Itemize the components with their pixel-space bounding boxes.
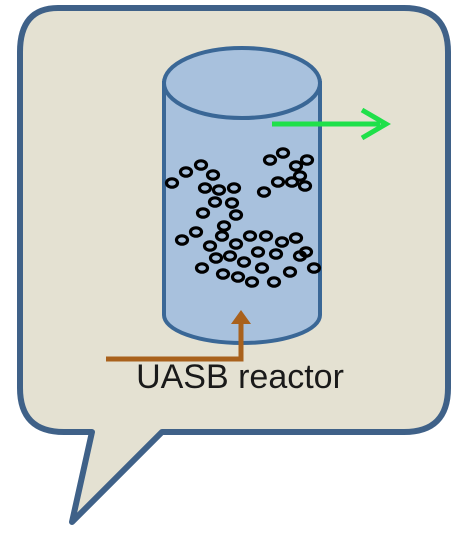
- sludge-granule: [258, 230, 274, 242]
- sludge-granule: [197, 182, 213, 194]
- sludge-granule: [292, 170, 308, 182]
- sludge-granule: [226, 182, 242, 194]
- sludge-granule: [208, 252, 224, 264]
- sludge-granule: [288, 232, 304, 244]
- sludge-granule: [299, 154, 315, 166]
- sludge-granule: [256, 186, 272, 198]
- sludge-granule: [222, 250, 238, 262]
- sludge-granule: [228, 238, 244, 250]
- reactor-cylinder: [162, 46, 322, 345]
- sludge-granule: [298, 246, 314, 258]
- sludge-granule: [242, 230, 258, 242]
- sludge-granule: [193, 159, 209, 171]
- sludge-granule: [188, 226, 204, 238]
- sludge-granule: [207, 196, 223, 208]
- sludge-granules: [164, 147, 322, 288]
- influent-arrow: [106, 310, 251, 362]
- sludge-granule: [216, 220, 232, 232]
- sludge-granule: [282, 266, 298, 278]
- sludge-granule: [195, 207, 211, 219]
- sludge-granule: [274, 236, 290, 248]
- sludge-granule: [306, 262, 322, 274]
- sludge-granule: [215, 268, 231, 280]
- sludge-granule: [174, 234, 190, 246]
- sludge-granule: [224, 197, 240, 209]
- sludge-granule: [268, 248, 284, 260]
- sludge-granule: [228, 209, 244, 221]
- sludge-granule: [288, 160, 304, 172]
- sludge-granule: [297, 180, 313, 192]
- sludge-granule: [262, 154, 278, 166]
- sludge-granule: [230, 271, 246, 283]
- sludge-granule: [211, 184, 227, 196]
- sludge-granule: [214, 230, 230, 242]
- sludge-granule: [244, 276, 260, 288]
- sludge-granule: [275, 147, 291, 159]
- sludge-granule: [284, 176, 300, 188]
- sludge-granule: [254, 262, 270, 274]
- sludge-granule: [236, 256, 252, 268]
- sludge-granule: [270, 176, 286, 188]
- sludge-granule: [202, 240, 218, 252]
- sludge-granule: [194, 262, 210, 274]
- effluent-arrow: [272, 107, 391, 141]
- sludge-granule: [205, 169, 221, 181]
- cylinder-top: [162, 46, 322, 120]
- sludge-granule: [178, 166, 194, 178]
- reactor-label: UASB reactor: [136, 358, 344, 396]
- sludge-granule: [164, 177, 180, 189]
- sludge-granule: [250, 246, 266, 258]
- sludge-granule: [266, 276, 282, 288]
